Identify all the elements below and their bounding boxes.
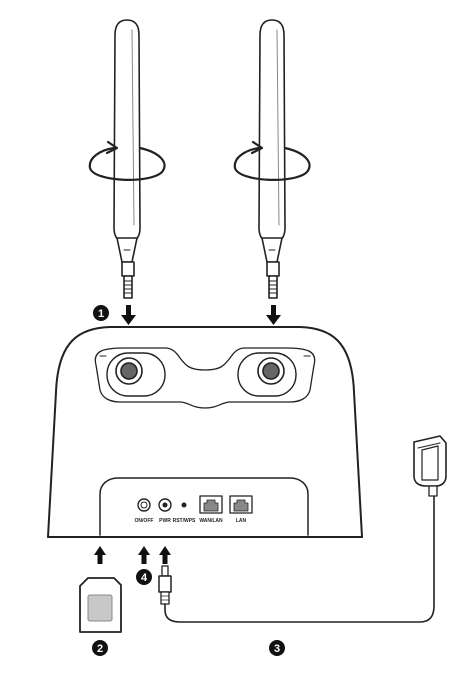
- power-cable: [164, 495, 435, 623]
- step-number: 3: [274, 643, 280, 655]
- step-number: 2: [97, 643, 103, 655]
- on-off-label: ON/OFF: [135, 518, 154, 524]
- step-badge-4: 4: [136, 569, 152, 585]
- power-connector: [158, 565, 172, 605]
- wan-lan-label: WAN/LAN: [199, 518, 223, 524]
- power-port[interactable]: [158, 498, 172, 512]
- step-badge-3: 3: [269, 640, 285, 656]
- up-arrow-icon: [159, 546, 171, 564]
- step-badge-1: 1: [93, 305, 109, 321]
- step-badge-2: 2: [92, 640, 108, 656]
- antenna-socket-right: [237, 352, 297, 397]
- pwr-label: PWR: [159, 518, 171, 524]
- rotate-arrow-icon: [88, 140, 166, 181]
- antenna-left: [113, 19, 141, 299]
- rotate-arrow-icon: [233, 140, 311, 181]
- antenna-right: [258, 19, 286, 299]
- on-off-button[interactable]: [137, 498, 151, 512]
- down-arrow-icon: [121, 305, 136, 325]
- down-arrow-icon: [266, 305, 281, 325]
- lan-port[interactable]: [229, 495, 253, 514]
- step-number: 1: [98, 308, 104, 320]
- step-number: 4: [141, 572, 148, 584]
- up-arrow-icon: [94, 546, 106, 564]
- sim-card-icon: [79, 577, 122, 633]
- up-arrow-icon: [138, 546, 150, 564]
- rst-wps-label: RST/WPS: [173, 518, 196, 524]
- power-adapter-icon: [413, 435, 447, 497]
- antenna-socket-left: [106, 352, 166, 397]
- reset-wps-button[interactable]: [181, 502, 187, 508]
- wan-lan-port[interactable]: [199, 495, 223, 514]
- lan-label: LAN: [236, 518, 247, 524]
